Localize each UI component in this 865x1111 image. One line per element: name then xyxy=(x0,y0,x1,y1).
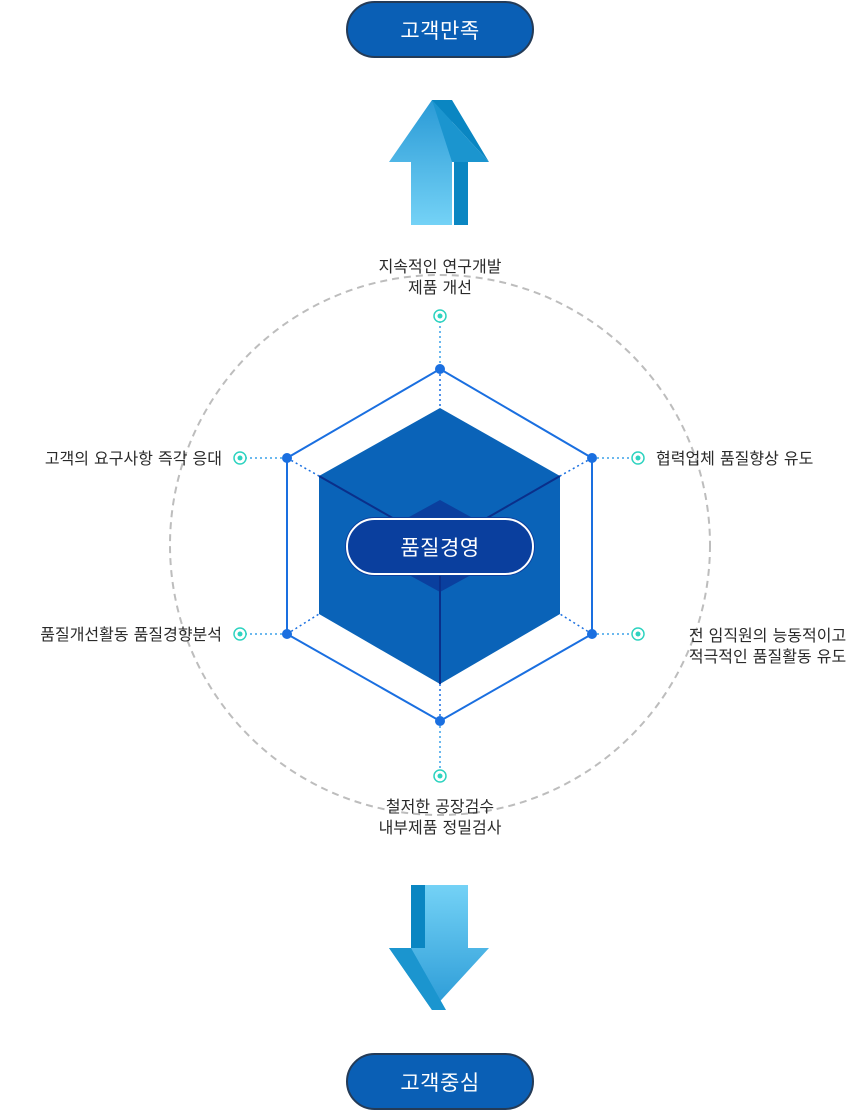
label-lower-right-line-1: 전 임직원의 능동적이고 xyxy=(688,626,847,645)
top-pill: 고객만족 xyxy=(346,1,534,58)
label-upper-left-line-1: 고객의 요구사항 즉각 응대 xyxy=(44,449,222,468)
label-bottom-line-1: 철저한 공장검수 xyxy=(385,797,495,816)
outer-dashed-circle xyxy=(169,274,711,816)
dotted-links xyxy=(286,369,593,721)
label-top-line-1: 지속적인 연구개발 xyxy=(378,257,502,276)
down-arrow-icon xyxy=(389,885,489,1010)
label-upper-right: 협력업체 품질향상 유도 xyxy=(656,448,813,469)
marker-links xyxy=(240,316,638,776)
label-upper-left: 고객의 요구사항 즉각 응대 xyxy=(0,448,222,469)
label-lower-left-line-1: 품질개선활동 품질경향분석 xyxy=(40,625,222,644)
marker-icon xyxy=(233,451,247,465)
up-arrow-icon xyxy=(389,100,489,225)
marker-icons xyxy=(233,309,645,783)
center-pill-label: 품질경영 xyxy=(400,535,480,560)
vertex-dots xyxy=(282,364,597,726)
marker-icon xyxy=(433,769,447,783)
top-pill-label: 고객만족 xyxy=(400,18,480,43)
marker-icon xyxy=(433,309,447,323)
label-lower-right: 전 임직원의 능동적이고 적극적인 품질활동 유도 xyxy=(670,625,865,667)
label-top: 지속적인 연구개발 제품 개선 xyxy=(340,256,540,298)
label-lower-left: 품질개선활동 품질경향분석 xyxy=(0,624,222,645)
label-top-line-2: 제품 개선 xyxy=(408,278,472,297)
label-bottom-line-2: 내부제품 정밀검사 xyxy=(378,818,502,837)
marker-icon xyxy=(631,451,645,465)
label-lower-right-line-2: 적극적인 품질활동 유도 xyxy=(688,647,847,666)
label-upper-right-line-1: 협력업체 품질향상 유도 xyxy=(656,449,814,468)
marker-icon xyxy=(631,627,645,641)
label-bottom: 철저한 공장검수 내부제품 정밀검사 xyxy=(340,796,540,838)
center-pill: 품질경영 xyxy=(346,518,534,575)
bottom-pill: 고객중심 xyxy=(346,1053,534,1110)
marker-icon xyxy=(233,627,247,641)
bottom-pill-label: 고객중심 xyxy=(400,1070,480,1095)
